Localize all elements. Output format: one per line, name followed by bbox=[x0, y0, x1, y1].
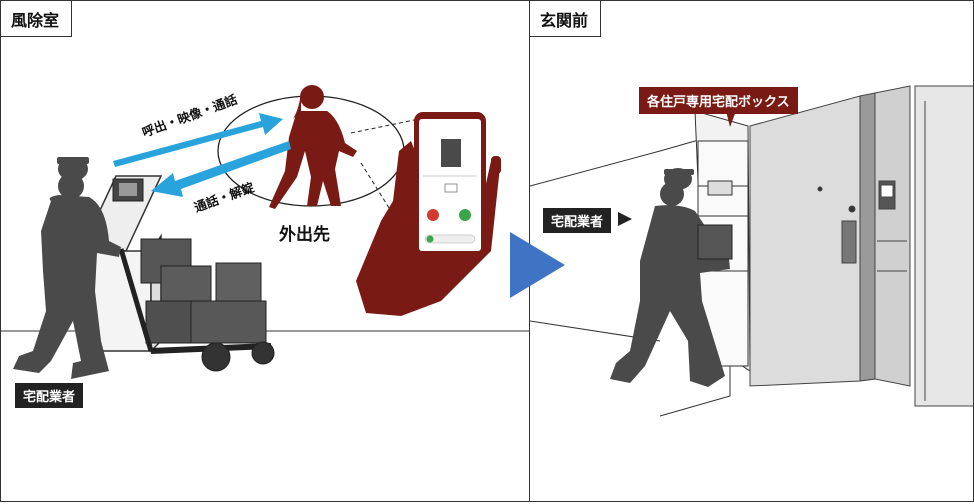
entrance-illustration bbox=[530, 85, 973, 417]
entrance-title: 玄関前 bbox=[530, 1, 602, 37]
entrance-panel: 玄関前 bbox=[529, 0, 974, 502]
call-arrow-icon bbox=[113, 113, 283, 167]
delivery-worker-icon bbox=[13, 157, 121, 379]
vestibule-panel: 風除室 bbox=[0, 0, 530, 502]
remote-location-caption: 外出先 bbox=[279, 225, 330, 245]
resident-woman-icon bbox=[269, 85, 357, 209]
entrance-door-icon bbox=[749, 85, 973, 407]
connection-line-top bbox=[350, 118, 420, 134]
hand-truck-icon bbox=[118, 238, 275, 372]
worker-label-vestibule: 宅配業者 bbox=[15, 383, 84, 408]
delivery-box-label: 各住戸専用宅配ボックス bbox=[639, 87, 798, 114]
vestibule-illustration bbox=[1, 85, 529, 379]
smartphone-hand-icon bbox=[356, 112, 501, 316]
unlock-arrow-icon bbox=[151, 141, 291, 197]
delivery-worker-icon bbox=[610, 168, 733, 387]
vestibule-title: 風除室 bbox=[1, 1, 73, 37]
worker-label-entrance: 宅配業者 bbox=[543, 208, 612, 233]
